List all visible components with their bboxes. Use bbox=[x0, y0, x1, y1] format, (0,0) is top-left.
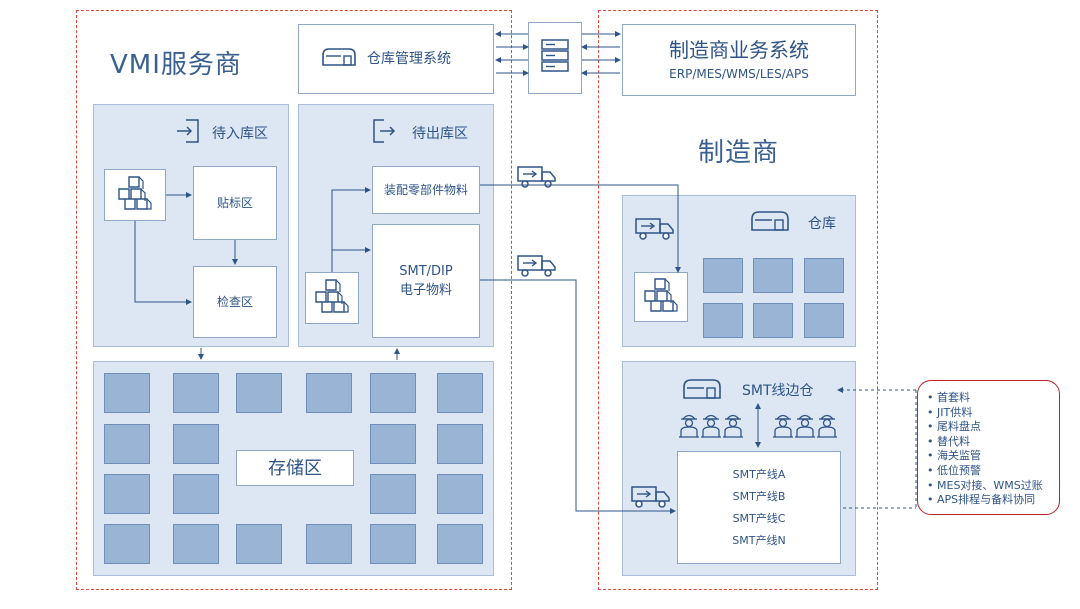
storage-cell bbox=[370, 424, 416, 464]
storage-cell bbox=[104, 524, 150, 564]
logout-arrow-icon bbox=[372, 118, 396, 148]
storage-cell bbox=[753, 258, 793, 293]
storage-cell bbox=[437, 524, 483, 564]
smt-side-warehouse-title: SMT线边仓 bbox=[742, 383, 814, 399]
smt-line-c: SMT产线C bbox=[732, 511, 786, 525]
manufacturer-warehouse-title: 仓库 bbox=[808, 216, 836, 232]
storage-cell bbox=[370, 373, 416, 413]
worker-icon bbox=[700, 412, 722, 442]
smt-dip-box[interactable]: SMT/DIP 电子物料 bbox=[372, 224, 480, 338]
vmi-title: VMI服务商 bbox=[110, 50, 242, 80]
storage-cell bbox=[173, 424, 219, 464]
truck-icon bbox=[516, 164, 558, 194]
storage-cell bbox=[437, 424, 483, 464]
manufacturer-system-subtitle: ERP/MES/WMS/LES/APS bbox=[669, 67, 809, 82]
note-item: APS排程与备料协同 bbox=[927, 493, 1059, 508]
manufacturer-system-box[interactable]: 制造商业务系统 ERP/MES/WMS/LES/APS bbox=[622, 24, 856, 96]
storage-cell bbox=[370, 474, 416, 514]
note-item: 海关监管 bbox=[927, 449, 1059, 464]
manufacturer-boundary bbox=[598, 10, 878, 590]
worker-icon bbox=[678, 412, 700, 442]
storage-cell bbox=[306, 373, 352, 413]
wms-label: 仓库管理系统 bbox=[367, 50, 451, 67]
storage-cell bbox=[173, 524, 219, 564]
boxes-icon bbox=[115, 175, 155, 216]
storage-cell bbox=[703, 258, 743, 293]
worker-icon bbox=[722, 412, 744, 442]
storage-cell bbox=[173, 373, 219, 413]
manufacturer-title: 制造商 bbox=[698, 138, 780, 168]
worker-icon bbox=[816, 412, 838, 442]
server-icon bbox=[541, 38, 569, 78]
outbound-boxes-card bbox=[305, 272, 359, 324]
outbound-zone-title: 待出库区 bbox=[412, 126, 468, 142]
manufacturer-system-title: 制造商业务系统 bbox=[669, 38, 809, 63]
boxes-icon bbox=[641, 277, 681, 318]
note-item: JIT供料 bbox=[927, 406, 1059, 421]
inbound-boxes-card bbox=[104, 169, 166, 221]
storage-cell bbox=[173, 474, 219, 514]
notes-list: 首套料 JIT供料 尾料盘点 替代料 海关监管 低位预警 MES对接、WMS过账… bbox=[927, 391, 1059, 508]
truck-icon bbox=[634, 216, 676, 246]
warehouse-icon bbox=[750, 210, 790, 236]
wms-box[interactable]: 仓库管理系统 bbox=[298, 24, 494, 94]
notes-box: 首套料 JIT供料 尾料盘点 替代料 海关监管 低位预警 MES对接、WMS过账… bbox=[917, 380, 1060, 515]
storage-cell bbox=[236, 373, 282, 413]
smt-lines-box[interactable]: SMT产线A SMT产线B SMT产线C SMT产线N bbox=[677, 451, 841, 564]
smt-dip-line2: 电子物料 bbox=[399, 283, 452, 298]
assembly-parts-box[interactable]: 装配零部件物料 bbox=[372, 166, 480, 214]
worker-icon bbox=[794, 412, 816, 442]
storage-cell bbox=[306, 524, 352, 564]
note-item: 尾料盘点 bbox=[927, 420, 1059, 435]
storage-cell bbox=[104, 373, 150, 413]
storage-cell bbox=[804, 258, 844, 293]
storage-cell bbox=[104, 424, 150, 464]
storage-cell bbox=[804, 303, 844, 338]
labeling-zone-box[interactable]: 贴标区 bbox=[193, 166, 277, 240]
warehouse-icon bbox=[321, 47, 357, 72]
inspection-zone-box[interactable]: 检查区 bbox=[193, 266, 277, 338]
storage-cell bbox=[236, 524, 282, 564]
smt-dip-line1: SMT/DIP bbox=[399, 263, 453, 279]
storage-cell bbox=[753, 303, 793, 338]
note-item: 首套料 bbox=[927, 391, 1059, 406]
vmi-boundary bbox=[76, 10, 512, 590]
storage-cell bbox=[437, 474, 483, 514]
storage-cell bbox=[437, 373, 483, 413]
note-item: 替代料 bbox=[927, 435, 1059, 450]
warehouse-icon bbox=[682, 378, 722, 404]
storage-zone-label: 存储区 bbox=[236, 450, 354, 486]
storage-cell bbox=[703, 303, 743, 338]
storage-cell bbox=[370, 524, 416, 564]
note-item: 低位预警 bbox=[927, 464, 1059, 479]
server-box bbox=[528, 22, 582, 94]
smt-line-n: SMT产线N bbox=[732, 533, 786, 547]
smt-line-b: SMT产线B bbox=[732, 489, 786, 503]
storage-cell bbox=[104, 474, 150, 514]
note-item: MES对接、WMS过账 bbox=[927, 479, 1059, 494]
warehouse-boxes-card bbox=[634, 272, 688, 322]
login-arrow-icon bbox=[176, 118, 200, 148]
truck-icon bbox=[516, 253, 558, 283]
worker-icon bbox=[772, 412, 794, 442]
inbound-zone-title: 待入库区 bbox=[212, 126, 268, 142]
smt-line-a: SMT产线A bbox=[732, 467, 786, 481]
truck-icon bbox=[630, 484, 672, 514]
boxes-icon bbox=[312, 278, 352, 319]
